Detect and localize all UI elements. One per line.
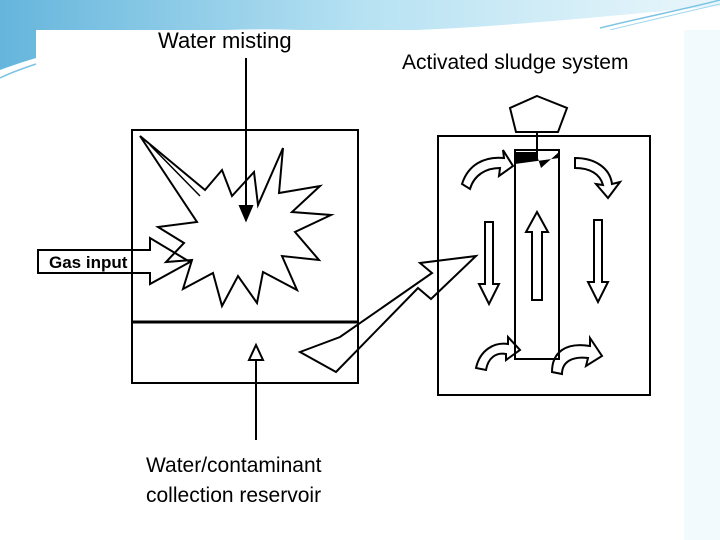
misting-burst-shape	[139, 135, 335, 309]
downflow-arrow-left	[477, 221, 501, 307]
central-draft-tube	[514, 149, 560, 360]
reservoir-label-line1: Water/contaminant	[146, 454, 322, 477]
top-swoosh-decoration	[0, 0, 720, 70]
activated-sludge-tank	[437, 135, 651, 396]
circulation-arrow-top-right	[574, 156, 623, 200]
circulation-arrow-bottom-left	[474, 334, 522, 372]
reservoir-label-line2: collection reservoir	[146, 484, 322, 507]
left-swoosh-lines	[0, 63, 37, 79]
circulation-arrow-bottom-right	[550, 334, 604, 376]
water-misting-label: Water misting	[158, 28, 292, 53]
gas-input-arrow	[37, 236, 193, 286]
upflow-arrow	[524, 209, 550, 301]
content-panel	[36, 30, 684, 540]
gas-input-label: Gas input	[49, 253, 128, 272]
circulation-arrow-top-left	[460, 149, 515, 191]
transfer-arrow	[297, 254, 479, 374]
downflow-arrow-right	[586, 219, 610, 305]
activated-sludge-label: Activated sludge system	[402, 51, 629, 74]
top-right-swoosh-lines	[599, 0, 720, 29]
aerator-icon	[508, 94, 569, 133]
